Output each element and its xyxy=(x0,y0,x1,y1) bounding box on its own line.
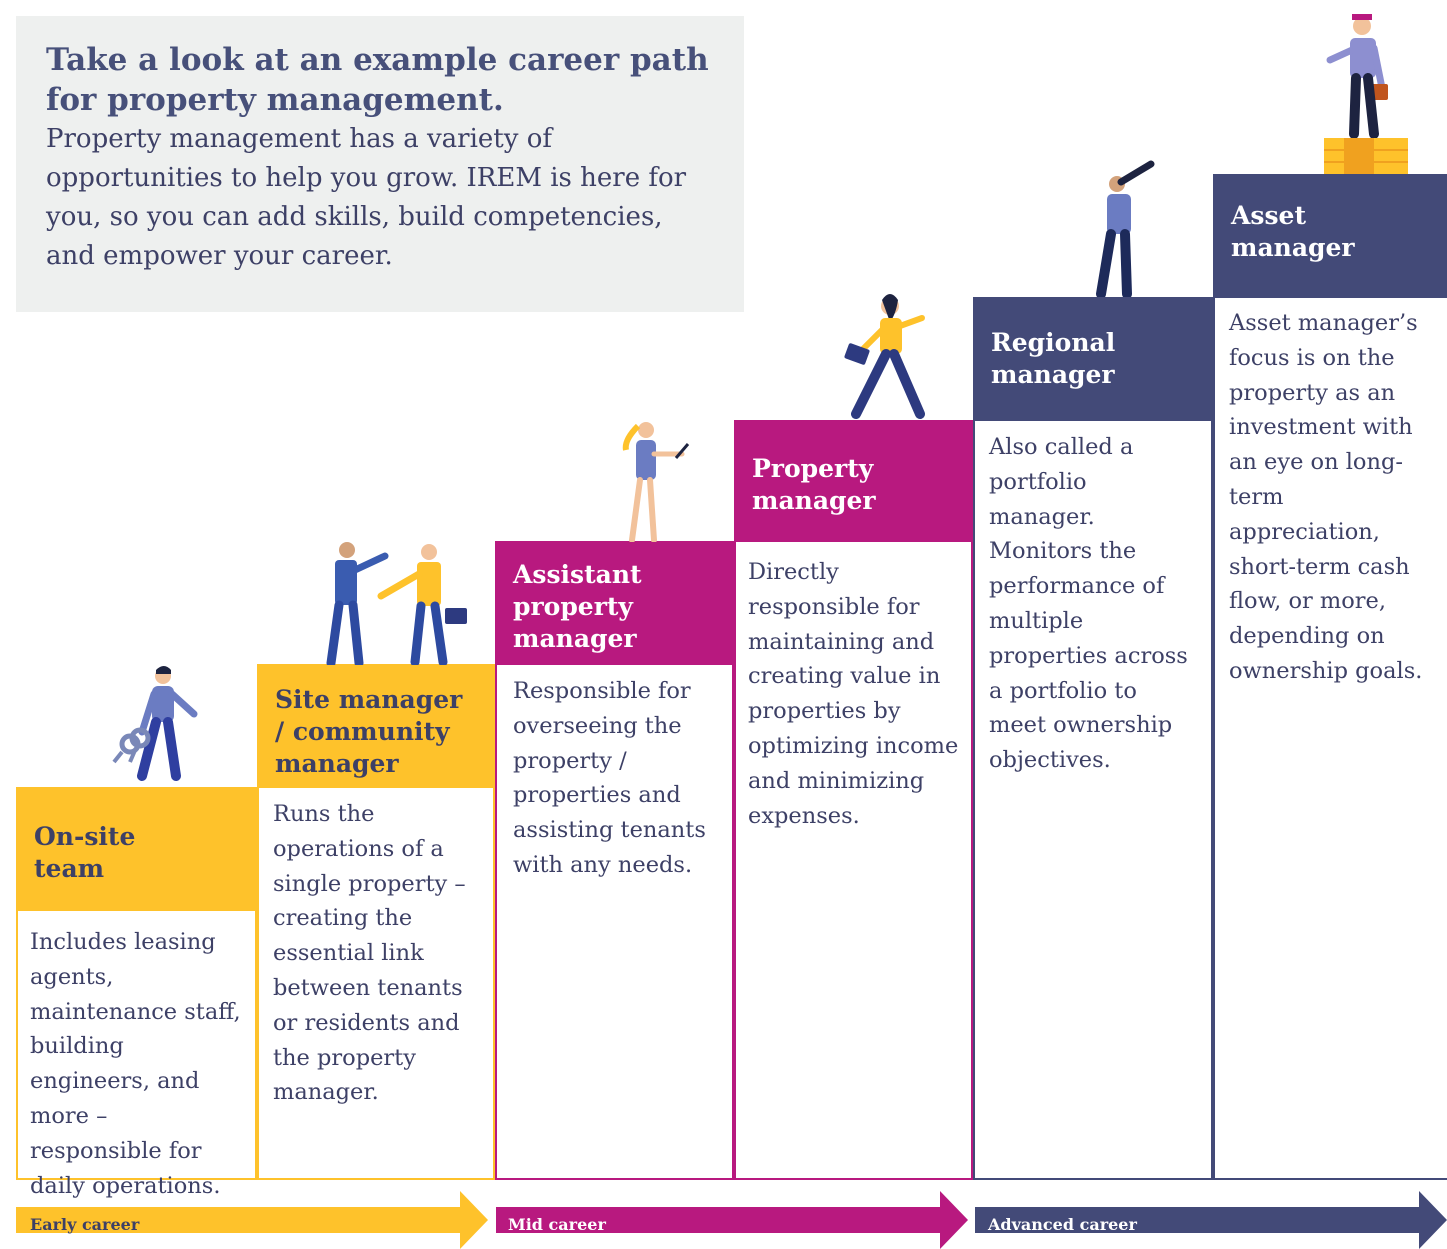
step-title-assistant-property-manager: Assistant property manager xyxy=(495,541,734,665)
step-desc-site-manager: Runs the operations of a single property… xyxy=(273,801,466,1106)
person-with-keys-icon xyxy=(112,666,198,781)
intro-title: Take a look at an example career path fo… xyxy=(46,42,709,118)
man-with-telescope-icon xyxy=(1096,160,1155,297)
advanced-career-arrow xyxy=(975,1191,1447,1249)
woman-with-laptop-icon xyxy=(622,422,690,542)
step-desc-assistant-property-manager: Responsible for overseeing the property … xyxy=(513,678,706,878)
early-career-arrow xyxy=(16,1191,488,1249)
step-title-asset-manager: Asset manager xyxy=(1213,174,1447,298)
advanced-career-label: Advanced career xyxy=(988,1215,1137,1234)
step-title-property-manager: Property manager xyxy=(734,420,973,542)
step-title-regional-manager: Regional manager xyxy=(973,297,1213,421)
early-career-label: Early career xyxy=(30,1215,140,1234)
step-title-site-manager: Site manager / community manager xyxy=(257,664,495,788)
mid-career-label: Mid career xyxy=(508,1215,606,1234)
intro-body: Property management has a variety of opp… xyxy=(46,124,687,271)
intro-box: Take a look at an example career path fo… xyxy=(16,16,744,312)
step-desc-asset-manager: Asset manager’s focus is on the property… xyxy=(1229,310,1423,684)
step-desc-on-site-team: Includes leasing agents, maintenance sta… xyxy=(30,929,241,1199)
handshake-icon xyxy=(326,542,467,665)
step-desc-property-manager: Directly responsible for maintaining and… xyxy=(748,559,959,829)
step-desc-regional-manager: Also called a portfolio manager. Monitor… xyxy=(989,434,1188,774)
step-title-on-site-team: On-site team xyxy=(16,787,166,911)
mid-career-arrow xyxy=(496,1191,968,1249)
man-on-gold-bars-icon xyxy=(1324,14,1408,174)
woman-with-briefcase-icon xyxy=(844,294,925,419)
